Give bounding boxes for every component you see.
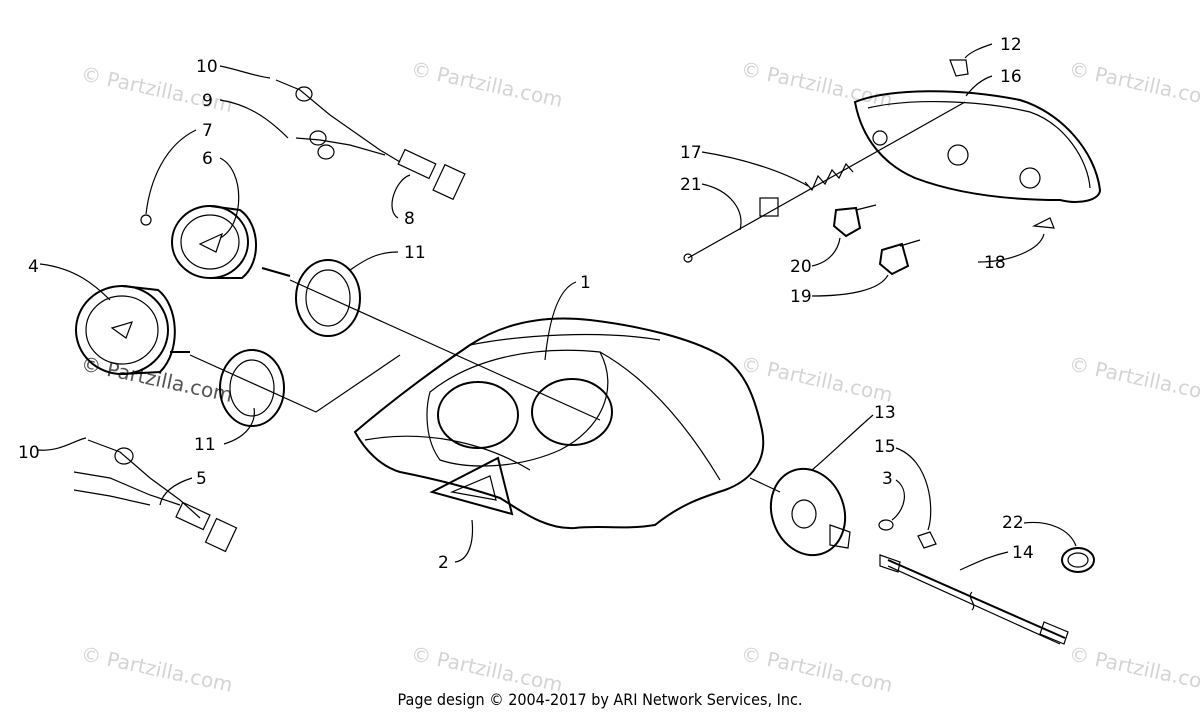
bulb-7: [140, 214, 152, 226]
callout-11-upper: 11: [404, 243, 426, 263]
copyright-footer: Page design © 2004-2017 by ARI Network S…: [397, 690, 803, 709]
nut-15: [917, 531, 937, 549]
leader-lines: [37, 43, 1077, 571]
callout-5: 5: [196, 469, 207, 489]
hose-clamp: [1061, 547, 1095, 573]
wiring-harness-lower: [73, 439, 238, 553]
headlight-assembly: [853, 59, 1102, 203]
callout-11-lower: 11: [194, 435, 216, 455]
gauge-tachometer: [171, 205, 291, 279]
gauge-seal-ring: [219, 349, 285, 427]
callout-6: 6: [202, 149, 213, 169]
callout-16: 16: [1000, 67, 1022, 87]
callout-14: 14: [1012, 543, 1034, 563]
callout-12: 12: [1000, 35, 1022, 55]
callout-10-upper: 10: [196, 57, 218, 77]
dash-housing: [353, 317, 765, 530]
alignment-line: [289, 279, 601, 421]
callout-7: 7: [202, 121, 213, 141]
washer-3: [878, 519, 894, 531]
callout-4: 4: [28, 257, 39, 277]
adjuster-spring-screw: [683, 101, 966, 263]
bulb-socket: [832, 204, 877, 238]
callout-9: 9: [202, 91, 213, 111]
headlight-clip-12: [949, 59, 969, 77]
watermark: © Partzilla.com: [1067, 56, 1200, 112]
callout-labels: 10 9 7 6 8 11 4 11 10 5 1 2 12 16 17 21 …: [18, 35, 1034, 573]
callout-17: 17: [680, 143, 702, 163]
watermark: © Partzilla.com: [739, 641, 895, 697]
watermark-layer: © Partzilla.com © Partzilla.com © Partzi…: [79, 56, 1200, 697]
callout-21: 21: [680, 175, 702, 195]
watermark: © Partzilla.com: [739, 351, 895, 407]
watermark: © Partzilla.com: [409, 641, 565, 697]
callout-10-lower: 10: [18, 443, 40, 463]
gauge-speedometer: [75, 285, 190, 375]
callout-18: 18: [984, 253, 1006, 273]
callout-20: 20: [790, 257, 812, 277]
callout-2: 2: [438, 553, 449, 573]
gauge-seal-ring: [295, 259, 361, 337]
callout-1: 1: [580, 273, 591, 293]
watermark: © Partzilla.com: [79, 641, 235, 697]
watermark: © Partzilla.com: [409, 56, 565, 112]
speedometer-drive: [769, 467, 851, 557]
callout-13: 13: [874, 403, 896, 423]
bulb-socket: [878, 239, 921, 276]
watermark: © Partzilla.com: [739, 56, 895, 112]
callout-19: 19: [790, 287, 812, 307]
callout-8: 8: [404, 209, 415, 229]
callout-3: 3: [882, 469, 893, 489]
decal-triangle: [429, 456, 514, 516]
callout-22: 22: [1002, 513, 1024, 533]
callout-15: 15: [874, 437, 896, 457]
alignment-line: [189, 354, 401, 413]
watermark: © Partzilla.com: [1067, 351, 1200, 407]
bulb-clip: [1031, 217, 1055, 229]
speedometer-cable: [879, 554, 1069, 645]
watermark: © Partzilla.com: [1067, 641, 1200, 697]
wiring-harness-upper: [275, 79, 466, 201]
